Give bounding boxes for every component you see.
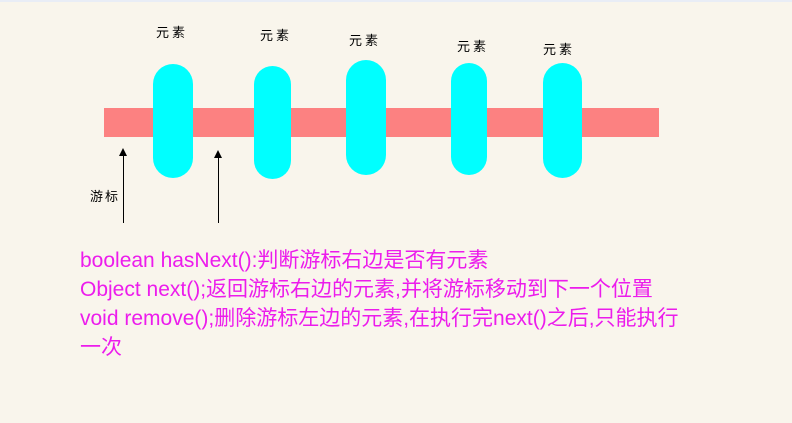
element-label: 元素 [259, 28, 293, 43]
element-label: 元素 [155, 25, 189, 40]
element-pill [346, 60, 386, 175]
method-notes: boolean hasNext():判断游标右边是否有元素 Object nex… [80, 246, 785, 362]
cursor-label: 游标 [90, 189, 121, 204]
element-label: 元素 [348, 33, 382, 48]
notes-line: 一次 [80, 336, 122, 359]
up-arrow-icon [214, 150, 222, 223]
window-top-edge [0, 0, 792, 2]
notes-line: void remove();删除游标左边的元素,在执行完next()之后,只能执… [80, 307, 679, 330]
notes-line: boolean hasNext():判断游标右边是否有元素 [80, 249, 489, 272]
notes-line: Object next();返回游标右边的元素,并将游标移动到下一个位置 [80, 278, 653, 301]
element-label: 元素 [456, 39, 490, 54]
element-label: 元素 [542, 42, 576, 57]
element-pill [254, 66, 291, 179]
element-pill [451, 63, 487, 175]
element-pill [543, 63, 582, 178]
up-arrow-icon [119, 148, 127, 223]
element-pill [153, 64, 193, 178]
